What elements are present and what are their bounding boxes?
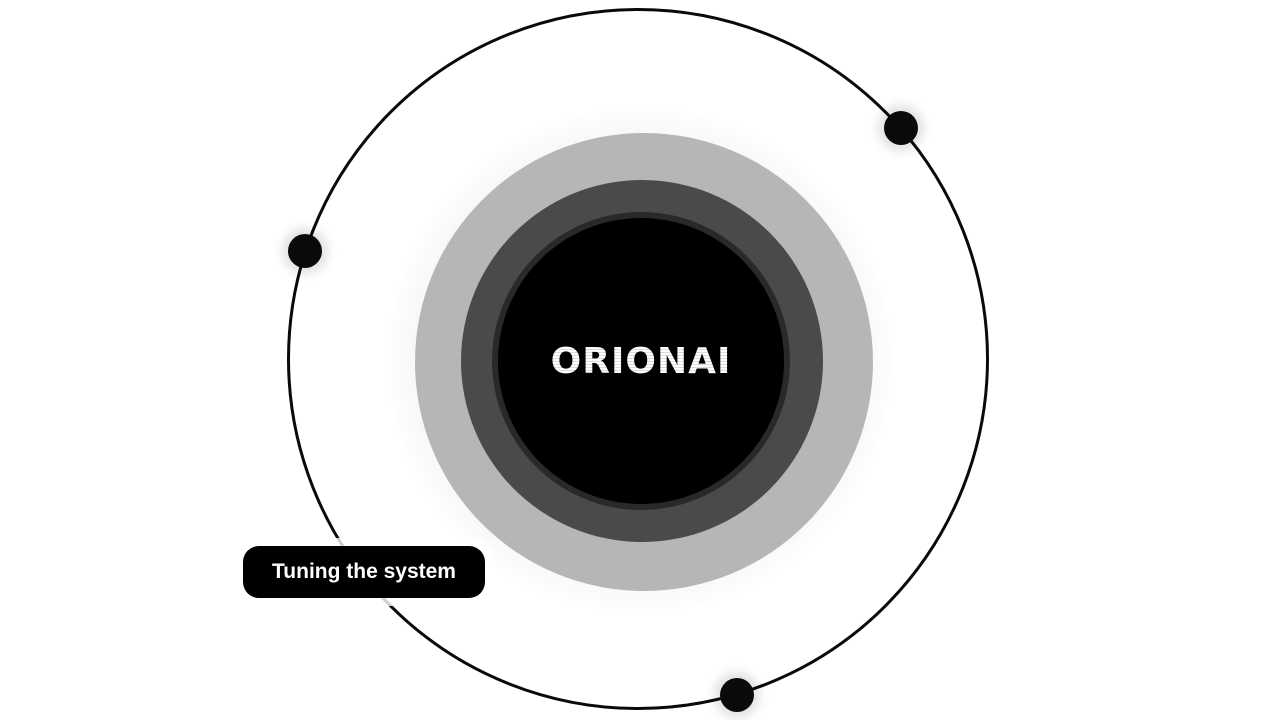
status-label: Tuning the system <box>272 560 456 583</box>
orbit-node-top-right <box>884 111 918 145</box>
logo-text: ORIONAI <box>550 340 732 382</box>
status-pill: Tuning the system <box>243 546 485 598</box>
orbit-node-bottom <box>720 678 754 712</box>
core-inner-disc <box>498 218 784 504</box>
orbit-node-left <box>288 234 322 268</box>
orionai-logo: ORIONAI <box>498 218 784 504</box>
orbit-ring <box>287 8 989 710</box>
